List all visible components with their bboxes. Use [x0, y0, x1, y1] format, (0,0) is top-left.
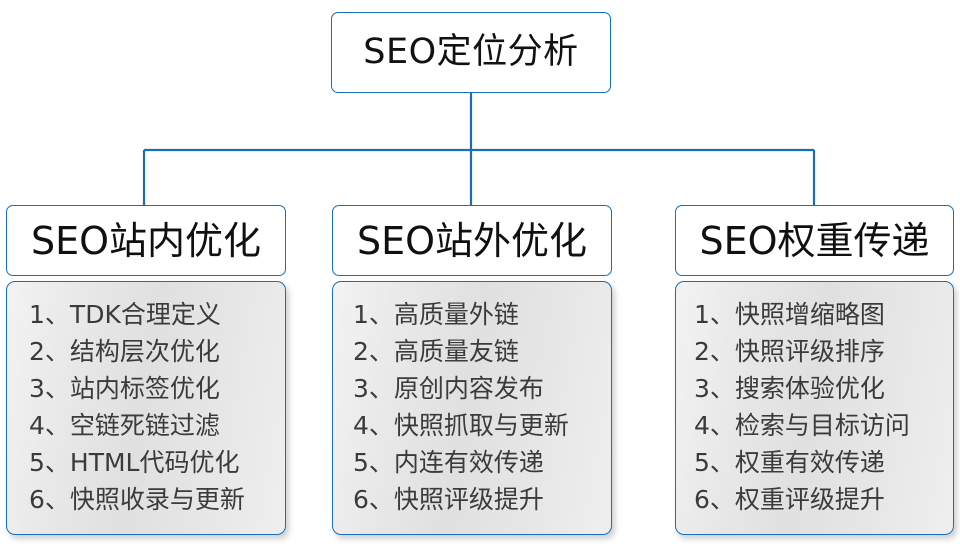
list-item-index: 1: [694, 300, 710, 329]
list-item-separator: 、: [368, 374, 394, 403]
list-item-text: 快照评级排序: [734, 337, 885, 366]
list-item[interactable]: 1 、 快照增缩略图: [676, 296, 953, 333]
root-node-label: SEO定位分析: [363, 32, 579, 72]
list-item[interactable]: 2 、 高质量友链: [333, 333, 611, 370]
list-item-index: 2: [29, 337, 45, 366]
list-item-separator: 、: [44, 300, 70, 329]
branch-header-label-3: SEO权重传递: [699, 218, 930, 263]
list-item-index: 6: [29, 485, 45, 514]
list-item-separator: 、: [44, 374, 70, 403]
list-item[interactable]: 4 、 检索与目标访问: [676, 407, 953, 444]
list-item[interactable]: 2 、 结构层次优化: [7, 333, 285, 370]
list-item-index: 6: [694, 485, 710, 514]
branch-header-1[interactable]: SEO站内优化: [6, 205, 286, 276]
list-item-text: 高质量友链: [393, 337, 519, 366]
list-item[interactable]: 1 、 高质量外链: [333, 296, 611, 333]
list-item-separator: 、: [709, 485, 735, 514]
list-item-separator: 、: [368, 448, 394, 477]
root-node[interactable]: SEO定位分析: [331, 12, 611, 93]
list-item[interactable]: 2 、 快照评级排序: [676, 333, 953, 370]
list-item-text: 权重有效传递: [734, 448, 885, 477]
list-item-index: 2: [353, 337, 369, 366]
list-item-text: 站内标签优化: [69, 374, 220, 403]
list-item-separator: 、: [709, 448, 735, 477]
list-item[interactable]: 6 、 权重评级提升: [676, 481, 953, 518]
list-item-index: 1: [29, 300, 45, 329]
list-item-index: 3: [353, 374, 369, 403]
list-item[interactable]: 4 、 快照抓取与更新: [333, 407, 611, 444]
list-item-text: 内连有效传递: [393, 448, 544, 477]
list-item-text: 检索与目标访问: [734, 411, 910, 440]
list-item[interactable]: 3 、 搜索体验优化: [676, 370, 953, 407]
list-item[interactable]: 1 、 TDK合理定义: [7, 296, 285, 333]
list-item-index: 4: [353, 411, 369, 440]
list-item-separator: 、: [44, 485, 70, 514]
branch-column-3: SEO权重传递 1 、 快照增缩略图 2 、 快照评级排序 3 、 搜索体验优化…: [675, 205, 954, 535]
list-item-separator: 、: [709, 411, 735, 440]
list-item-text: 权重评级提升: [734, 485, 885, 514]
list-item-index: 1: [353, 300, 369, 329]
list-item[interactable]: 6 、 快照评级提升: [333, 481, 611, 518]
list-item-index: 5: [29, 448, 45, 477]
list-item-separator: 、: [709, 374, 735, 403]
list-item[interactable]: 5 、 HTML代码优化: [7, 444, 285, 481]
list-item-text: 空链死链过滤: [69, 411, 220, 440]
list-item-separator: 、: [44, 337, 70, 366]
list-item-index: 3: [694, 374, 710, 403]
list-item-separator: 、: [44, 411, 70, 440]
list-item-separator: 、: [368, 411, 394, 440]
list-item-text: 高质量外链: [393, 300, 519, 329]
branch-header-2[interactable]: SEO站外优化: [332, 205, 612, 276]
branch-column-2: SEO站外优化 1 、 高质量外链 2 、 高质量友链 3 、 原创内容发布 4…: [332, 205, 612, 535]
list-item-separator: 、: [368, 337, 394, 366]
branch-list-3: 1 、 快照增缩略图 2 、 快照评级排序 3 、 搜索体验优化 4 、 检索与…: [675, 281, 954, 535]
list-item-text: 结构层次优化: [69, 337, 220, 366]
branch-list-2: 1 、 高质量外链 2 、 高质量友链 3 、 原创内容发布 4 、 快照抓取与…: [332, 281, 612, 535]
list-item-text: 快照收录与更新: [69, 485, 245, 514]
list-item[interactable]: 5 、 内连有效传递: [333, 444, 611, 481]
list-item-index: 4: [694, 411, 710, 440]
list-item-text: 快照评级提升: [393, 485, 544, 514]
list-item-text: 快照抓取与更新: [393, 411, 569, 440]
list-item-separator: 、: [368, 485, 394, 514]
list-item-text: 原创内容发布: [393, 374, 544, 403]
list-item[interactable]: 5 、 权重有效传递: [676, 444, 953, 481]
list-item-text: TDK合理定义: [69, 300, 221, 329]
branch-header-label-2: SEO站外优化: [356, 218, 588, 263]
list-item-index: 6: [353, 485, 369, 514]
list-item-text: 搜索体验优化: [734, 374, 885, 403]
list-item-index: 5: [694, 448, 710, 477]
list-item-index: 3: [29, 374, 45, 403]
list-item[interactable]: 6 、 快照收录与更新: [7, 481, 285, 518]
list-item-index: 2: [694, 337, 710, 366]
list-item-index: 4: [29, 411, 45, 440]
list-item-separator: 、: [709, 337, 735, 366]
list-item-separator: 、: [709, 300, 735, 329]
list-item-index: 5: [353, 448, 369, 477]
branch-header-3[interactable]: SEO权重传递: [675, 205, 954, 276]
list-item-text: HTML代码优化: [69, 448, 240, 477]
list-item-separator: 、: [44, 448, 70, 477]
branch-column-1: SEO站内优化 1 、 TDK合理定义 2 、 结构层次优化 3 、 站内标签优…: [6, 205, 286, 535]
list-item[interactable]: 4 、 空链死链过滤: [7, 407, 285, 444]
list-item[interactable]: 3 、 原创内容发布: [333, 370, 611, 407]
branch-header-label-1: SEO站内优化: [30, 218, 262, 263]
list-item[interactable]: 3 、 站内标签优化: [7, 370, 285, 407]
list-item-separator: 、: [368, 300, 394, 329]
list-item-text: 快照增缩略图: [734, 300, 885, 329]
branch-list-1: 1 、 TDK合理定义 2 、 结构层次优化 3 、 站内标签优化 4 、 空链…: [6, 281, 286, 535]
